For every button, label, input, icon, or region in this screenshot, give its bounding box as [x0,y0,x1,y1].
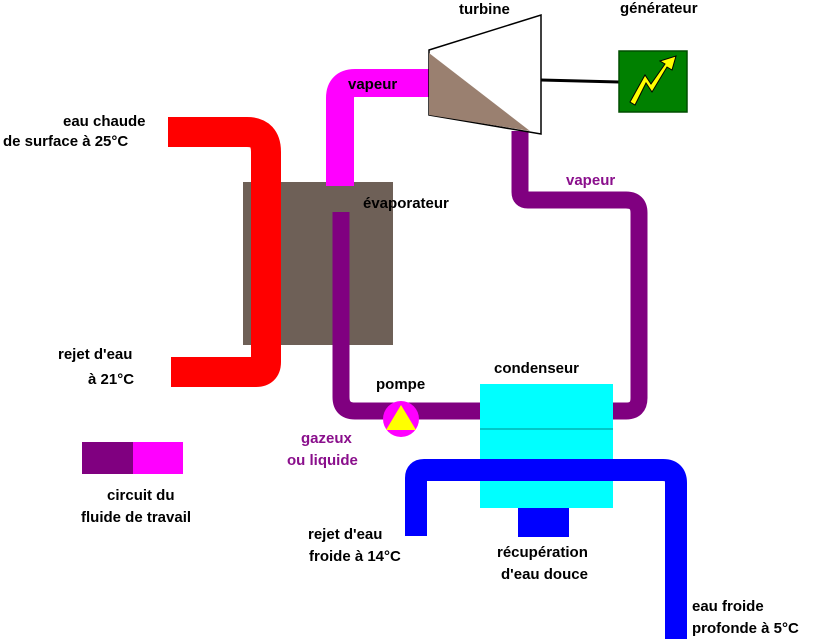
legend-label-2: fluide de travail [81,509,191,526]
legend-swatch-vapor [133,442,183,474]
pump-label: pompe [376,376,425,393]
turbine-label: turbine [459,1,510,18]
triangle-pump-icon [386,405,416,430]
lightning-bolt-arrow-icon [629,55,677,106]
vapor-label-right: vapeur [566,172,615,189]
turbine-shading [429,53,530,131]
fresh-water-label-2: d'eau douce [501,566,588,583]
liquid-pipe-to-evaporator [332,212,400,420]
warm-water-out-label-2: à 21°C [88,371,134,388]
fresh-water-label-1: récupération [497,544,588,561]
condenser-upper [480,384,613,428]
generator [618,50,688,113]
generator-label: générateur [620,0,698,17]
warm-water-pipe [168,117,281,387]
evaporator-label: évaporateur [363,195,449,212]
vapor-pipe-to-condenser [400,131,648,420]
cold-water-pipe [405,459,687,639]
fresh-water-outlet [518,508,569,537]
legend-label-1: circuit du [107,487,175,504]
warm-water-in-label-2: de surface à 25°C [3,133,128,150]
phase-label-1: gazeux [301,430,353,447]
pump [383,401,419,437]
legend-swatch-liquid [82,442,133,474]
cold-water-in-label-2: profonde à 5°C [692,620,799,637]
warm-water-out-label-1: rejet d'eau [58,346,132,363]
turbine [428,13,542,135]
generator-shaft [540,78,620,84]
condenser-label: condenseur [494,360,579,377]
vapor-label-top: vapeur [348,76,397,93]
cold-water-out-label-1: rejet d'eau [308,526,382,543]
phase-label-2: ou liquide [287,452,358,469]
warm-water-in-label-1: eau chaude [63,113,146,130]
cold-water-out-label-2: froide à 14°C [309,548,401,565]
vapor-pipe-to-turbine [326,69,430,186]
cold-water-in-label-1: eau froide [692,598,764,615]
